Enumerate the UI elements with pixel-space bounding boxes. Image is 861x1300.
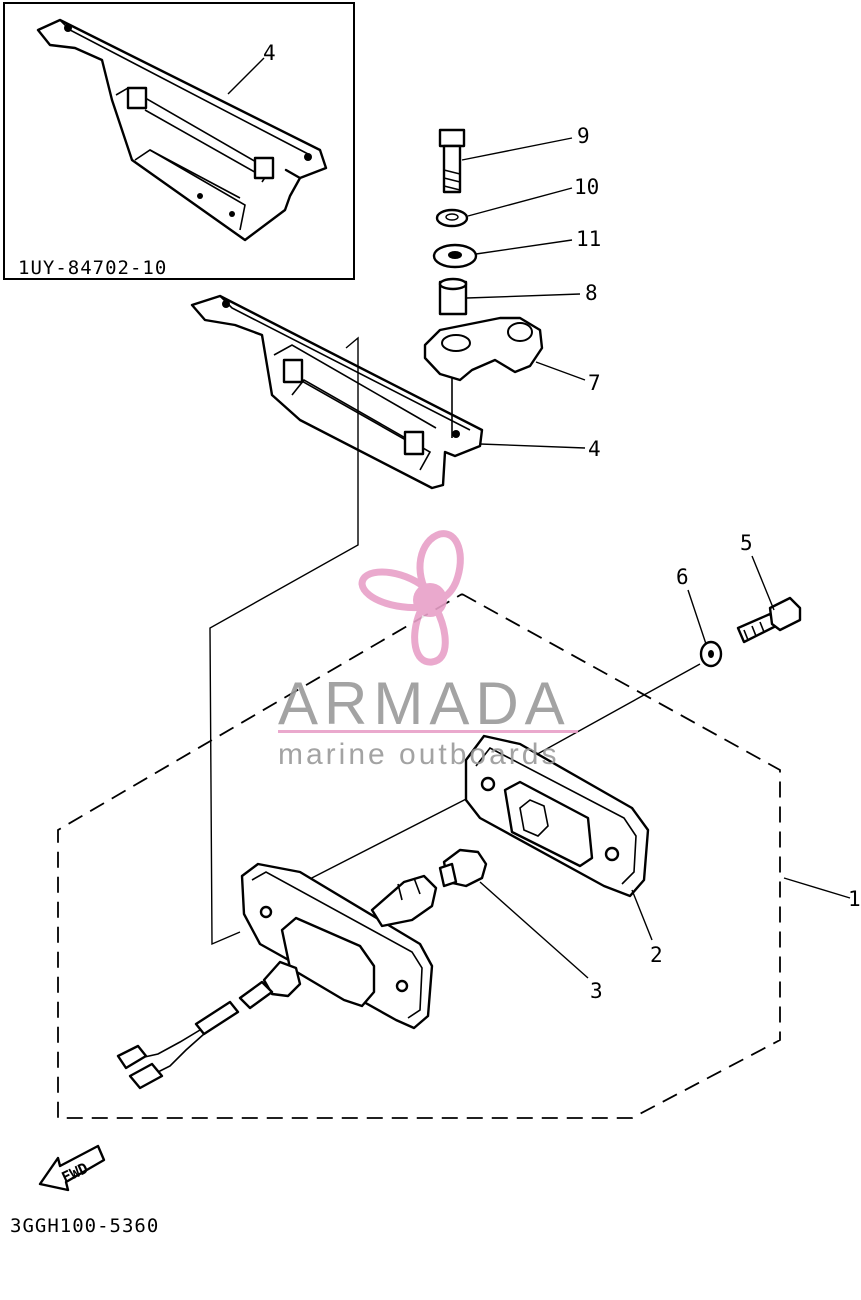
collar-8 (438, 277, 468, 316)
lens-2 (464, 734, 650, 898)
bracket-assembly (190, 294, 484, 946)
inset-callout-4: 4 (263, 41, 276, 65)
callout-8: 8 (585, 281, 598, 305)
callout-4: 4 (588, 437, 601, 461)
callout-2: 2 (650, 943, 663, 967)
callout-11: 11 (576, 227, 601, 251)
assembly-boundary (57, 593, 781, 1119)
inset-panel: 4 1UY-84702-10 (3, 2, 355, 280)
drawing-code: 3GGH100-5360 (10, 1215, 159, 1237)
armada-watermark: ARMADA marine outboards (278, 530, 578, 771)
callout-5: 5 (740, 531, 753, 555)
bolt-5 (736, 596, 802, 644)
callout-1: 1 (848, 887, 861, 911)
lock-washer-10 (435, 208, 469, 228)
bulb-3 (438, 848, 488, 888)
callout-6: 6 (676, 565, 689, 589)
inset-part-code: 1UY-84702-10 (18, 257, 167, 279)
washer-11 (432, 243, 478, 269)
watermark-brand: ARMADA (278, 670, 571, 737)
watermark-tagline: marine outboards (278, 738, 559, 771)
holder-7 (423, 316, 544, 438)
propeller-logo-icon (358, 530, 464, 666)
callout-3: 3 (590, 979, 603, 1003)
lamp-base (116, 862, 438, 1090)
fwd-direction-arrow: FWD (38, 1144, 106, 1192)
callout-7: 7 (588, 371, 601, 395)
callout-10: 10 (574, 175, 599, 199)
washer-6 (699, 640, 723, 668)
callout-9: 9 (577, 124, 590, 148)
bolt-9 (438, 128, 466, 194)
inset-bracket-drawing (36, 18, 328, 242)
